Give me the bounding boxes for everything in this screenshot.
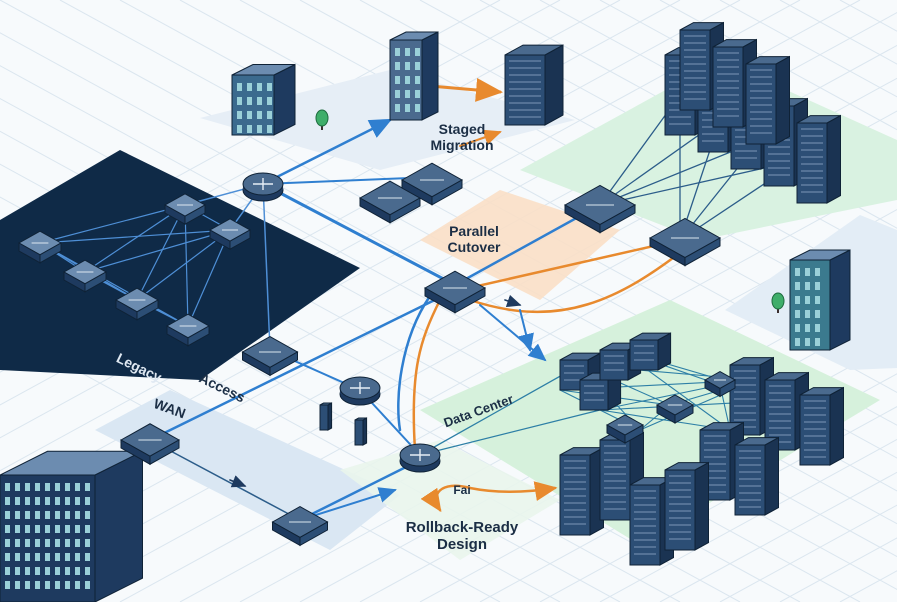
server-rack-dc-2: [799, 386, 844, 466]
switch-legacy-b: [208, 218, 252, 251]
zone-rollback: [340, 440, 560, 560]
switch-legacy-e: [114, 287, 160, 321]
link-cut-arrow: [504, 294, 522, 308]
switch-top-right-b: [648, 217, 722, 267]
link-legacy-mesh: [39, 229, 231, 244]
router-legacy-core: [242, 172, 284, 202]
link-legacy-mesh: [39, 242, 189, 327]
tree-icon: [315, 109, 329, 130]
link-legacy-mesh: [84, 204, 186, 273]
zone-parallel-cutover: [420, 190, 620, 300]
switch-cutover: [423, 270, 487, 314]
server-rack-dc-front-0: [559, 446, 604, 536]
server-dc-stack-3: [629, 332, 672, 371]
server-rack-staged: [504, 44, 564, 126]
switch-legacy-d: [62, 259, 108, 293]
building-top-left: [231, 63, 296, 136]
link-cutover-blue-c: [397, 294, 432, 432]
label-cutover: Cutover: [448, 239, 501, 255]
server-rack-dc-front-1: [599, 431, 644, 521]
link-dc-mesh: [599, 384, 721, 411]
label-rollback: Rollback-Ready: [406, 519, 519, 536]
building-right: [789, 249, 851, 351]
switch-dc-b: [655, 394, 695, 424]
label-migration: Migration: [431, 137, 494, 153]
link-fail-left: [420, 484, 472, 513]
switch-wan-lower: [271, 506, 329, 547]
switch-dc-a: [605, 414, 645, 444]
switch-legacy-f: [165, 313, 211, 347]
server-small-b: [354, 417, 368, 446]
link-cutover-dc2: [518, 309, 534, 352]
label-design: Design: [437, 536, 487, 553]
link-legacy-mesh: [84, 229, 231, 273]
label-fail: Fai: [453, 483, 470, 497]
link-staged-arrow: [428, 77, 503, 102]
router-rollback: [399, 443, 441, 473]
link-cutover-dc: [479, 304, 547, 362]
link-cutover-orange-b: [468, 243, 692, 314]
link-legacy-mesh: [136, 229, 231, 301]
switch-legacy-c: [17, 230, 63, 264]
switch-access: [241, 336, 299, 377]
link-legacy-mesh: [136, 204, 186, 301]
label-access: Access: [197, 370, 248, 406]
switch-legacy-a: [163, 193, 207, 226]
server-rack-top-7: [745, 55, 790, 145]
tree-icon: [771, 292, 785, 313]
network-devices: [0, 21, 851, 602]
link-wan-dc: [298, 458, 422, 522]
router-access: [339, 376, 381, 406]
switch-top-right-a: [563, 184, 637, 234]
link-staged-mid: [262, 177, 411, 185]
link-cutover-orange-a: [458, 238, 682, 292]
server-rack-dc-front-3: [664, 461, 709, 551]
switch-dc-c: [703, 371, 737, 398]
server-rack-top-4: [796, 114, 841, 204]
zone-legacy: [0, 150, 360, 380]
link-legacy-mesh: [184, 204, 189, 327]
link-dc-entry: [419, 409, 601, 456]
server-rack-dc-4: [734, 436, 779, 516]
link-legacy-mesh: [187, 229, 231, 327]
label-parallel: Parallel: [449, 223, 499, 239]
link-staged-arrow2: [459, 129, 502, 147]
label-staged: Staged: [439, 121, 486, 137]
link-staged-upper: [261, 118, 393, 186]
building-top-center: [389, 31, 439, 121]
link-dc-entry: [419, 364, 581, 456]
link-cutover-orange-c: [412, 298, 442, 452]
link-legacy-mesh: [39, 204, 186, 244]
switch-wan: [119, 423, 181, 466]
link-wan-lower: [149, 439, 301, 521]
server-small-a: [319, 402, 333, 431]
link-core-cutover: [261, 182, 457, 287]
switch-staged-2: [400, 162, 464, 206]
building-bottom-left: [0, 450, 143, 602]
link-wan-arrow: [229, 475, 247, 488]
link-fail-right: [468, 481, 558, 502]
link-legacy-access: [262, 183, 271, 351]
